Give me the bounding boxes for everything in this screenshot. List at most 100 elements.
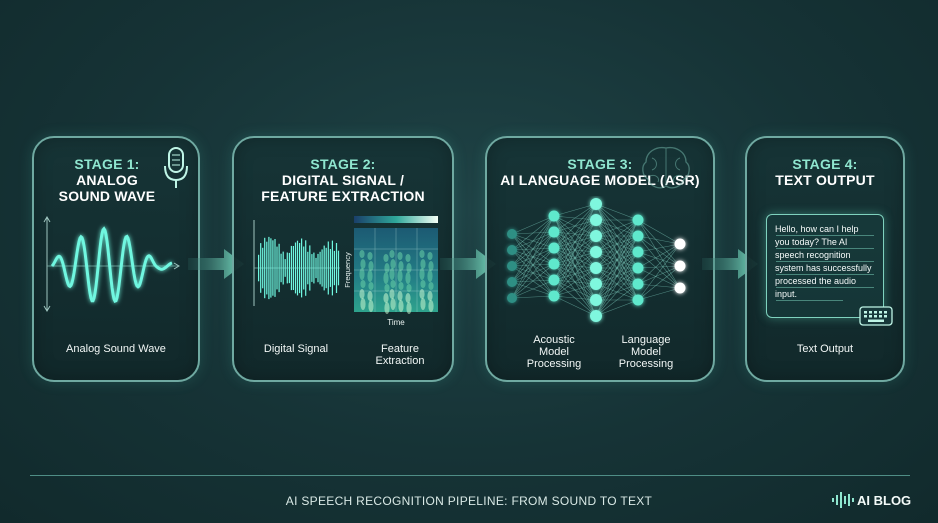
digital-signal-sample <box>290 245 292 291</box>
spectrogram-streak <box>367 270 373 282</box>
spectrogram-streak <box>360 280 366 288</box>
network-node <box>590 294 602 306</box>
network-connection <box>637 219 681 289</box>
network-connection <box>553 295 597 317</box>
network-connection <box>637 219 681 267</box>
network-connection <box>595 219 639 253</box>
spectrogram-streak <box>390 259 396 269</box>
arrow-stage-3-to-4 <box>702 249 758 279</box>
spectrogram-x-label: Time <box>387 318 405 327</box>
spectrogram-streak <box>390 280 396 288</box>
spectrogram-y-label: Frequency <box>343 252 352 288</box>
spectrogram-streak <box>397 252 403 260</box>
stage-1-title-line-2: SOUND WAVE <box>58 188 156 204</box>
stage-4-number: STAGE 4: <box>792 156 858 172</box>
digital-signal-sample <box>315 257 317 279</box>
digital-signal-sample <box>264 237 266 299</box>
spectrogram-streak <box>384 284 390 292</box>
spectrogram-streak <box>420 280 426 288</box>
digital-signal-sample <box>325 247 327 289</box>
output-rule <box>776 274 874 275</box>
stage-3-card: STAGE 3: AI LANGUAGE MODEL (ASR) Acousti… <box>485 136 715 382</box>
acoustic-model-label: Acoustic Model Processing <box>509 334 599 370</box>
spectrogram-streak <box>420 298 426 310</box>
digital-signal-sample <box>274 239 276 297</box>
spectrogram-streak <box>406 284 412 292</box>
network-connection <box>637 267 681 289</box>
language-line-3: Processing <box>618 358 674 370</box>
spectrogram-streak <box>368 261 374 271</box>
network-node <box>548 226 560 238</box>
network-node <box>632 262 644 274</box>
network-connection <box>511 215 555 299</box>
network-connection <box>553 251 597 297</box>
network-node <box>632 246 644 258</box>
spectrogram-streak <box>405 293 411 303</box>
network-node <box>590 214 602 226</box>
language-model-label: Language Model Processing <box>601 334 691 370</box>
output-rule <box>776 287 874 288</box>
spectrogram-streak <box>384 263 390 273</box>
spectrogram-streak <box>368 300 374 312</box>
digital-signal-sample <box>286 252 288 284</box>
network-connection <box>553 235 597 297</box>
network-connection <box>553 203 597 281</box>
text-output-box: Hello, how can I help you today? The AI … <box>766 214 884 318</box>
stage-2-title: STAGE 2: DIGITAL SIGNAL / FEATURE EXTRAC… <box>234 156 452 204</box>
spectrogram-streak <box>390 298 396 310</box>
network-connection <box>553 283 597 297</box>
network-connection <box>595 219 639 237</box>
stage-4-title: STAGE 4: TEXT OUTPUT <box>747 156 903 188</box>
spectrogram-streak <box>428 282 434 290</box>
wave-axis-arrow-top <box>43 216 51 223</box>
analog-wave-path <box>50 226 173 304</box>
spectrogram-streak <box>360 259 366 269</box>
spectrogram-streak <box>420 259 426 269</box>
stage-2-title-line-1: DIGITAL SIGNAL / <box>281 172 405 188</box>
digital-signal-sample <box>292 246 294 290</box>
spectrogram-streak <box>383 293 389 303</box>
digital-signal-sample <box>319 251 321 285</box>
acoustic-line-1: Acoustic <box>533 334 575 346</box>
digital-signal-sample <box>260 243 262 293</box>
network-connection <box>595 219 639 317</box>
network-connection <box>595 219 639 285</box>
digital-signal-sample <box>270 238 272 298</box>
spectrogram-streak <box>368 282 374 290</box>
keyboard-icon <box>859 306 893 326</box>
network-connection <box>511 263 555 299</box>
spectrogram-streak <box>359 289 365 299</box>
network-connection <box>553 295 597 301</box>
output-line-5: processed the audio <box>775 276 857 286</box>
network-connection <box>637 283 681 289</box>
sound-bars-icon <box>832 492 854 508</box>
output-rule <box>776 248 874 249</box>
network-node <box>674 282 686 294</box>
network-connection <box>637 235 681 289</box>
network-connection <box>511 279 555 299</box>
digital-signal-sample <box>299 243 301 294</box>
network-connection <box>637 219 681 245</box>
stage-1-number: STAGE 1: <box>74 156 140 172</box>
digital-signal-sample <box>266 241 268 295</box>
digital-signal-sample <box>327 241 329 295</box>
spectrogram-colorbar <box>354 216 438 223</box>
network-node <box>674 238 686 250</box>
spectrogram-streak <box>384 302 390 314</box>
network-node <box>507 229 517 239</box>
microphone-icon <box>164 147 188 188</box>
network-node <box>632 278 644 290</box>
digital-signal-sample <box>284 259 286 277</box>
digital-signal-sample <box>268 236 270 300</box>
network-node <box>590 198 602 210</box>
digital-signal-sample <box>288 252 290 284</box>
digital-signal-sample <box>280 253 282 283</box>
output-line-1: Hello, how can I help <box>775 224 859 234</box>
digital-signal-sample <box>282 251 284 285</box>
network-connection <box>553 203 597 297</box>
brain-icon <box>642 146 690 189</box>
analog-sound-wave <box>43 216 180 312</box>
digital-signal-sample <box>329 249 331 287</box>
spectrogram-streak <box>398 261 404 271</box>
